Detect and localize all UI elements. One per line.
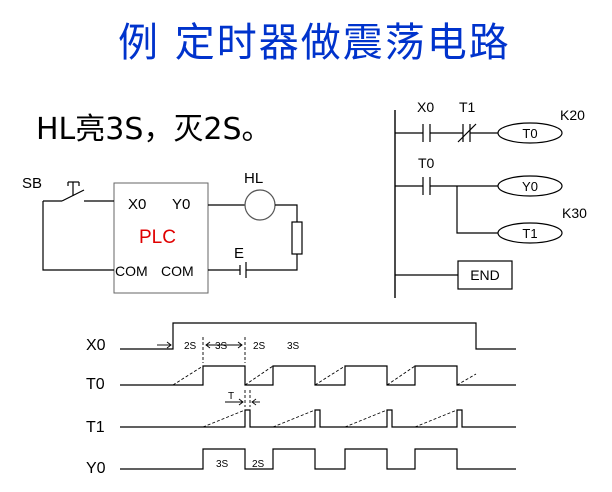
battery-e-symbol <box>239 262 247 278</box>
sb-switch-symbol <box>43 181 114 202</box>
fuse-symbol <box>291 221 303 255</box>
coil-t1 <box>497 222 563 244</box>
coil-t0-label: T0 <box>522 126 537 141</box>
ladder-t0-label: T0 <box>418 155 435 171</box>
page-title: 例 定时器做震荡电路 <box>118 20 511 66</box>
plc-x0-label: X0 <box>128 196 146 213</box>
k20-label: K20 <box>560 107 585 123</box>
branch-t1 <box>456 186 498 234</box>
wire-hl-fuse <box>275 204 298 222</box>
y0-annotation-3s: 3S <box>216 459 229 470</box>
wire-fuse-battery <box>246 254 298 271</box>
wire-sb-com <box>42 201 114 271</box>
x0-annotation-3s-a: 3S <box>215 341 228 352</box>
end-box <box>457 260 513 290</box>
ladder-t1-label: T1 <box>459 99 476 115</box>
y0-waveform <box>120 448 516 470</box>
com1-label: COM <box>115 263 148 279</box>
y0-annotation-2s: 2S <box>252 459 265 470</box>
coil-t1-label: T1 <box>522 226 537 241</box>
wiring-diagram <box>42 181 303 294</box>
dimension-arrows <box>157 341 260 406</box>
timing-label-y0: Y0 <box>86 460 106 477</box>
e-label: E <box>234 245 244 262</box>
timing-label-t1: T1 <box>86 419 105 436</box>
timing-label-x0: X0 <box>86 337 106 354</box>
hl-label: HL <box>244 170 263 187</box>
timing-diagram <box>120 322 516 470</box>
t1-waveform <box>120 409 516 428</box>
sb-label: SB <box>22 175 42 192</box>
x0-annotation-2s-a: 2S <box>184 341 197 352</box>
plc-y0-label: Y0 <box>172 196 190 213</box>
t-annotation: T <box>228 391 234 402</box>
plc-box <box>113 182 209 294</box>
coil-y0 <box>497 175 563 197</box>
ladder-diagram <box>394 110 563 298</box>
x0-waveform <box>120 322 516 350</box>
timer-ramps <box>172 337 477 428</box>
coil-t0 <box>497 122 563 144</box>
hl-lamp-symbol <box>244 189 276 221</box>
coil-y0-label: Y0 <box>522 179 538 194</box>
subtitle: HL亮3S，灭2S。 <box>36 112 272 147</box>
plc-label: PLC <box>139 227 176 248</box>
end-label: END <box>470 267 500 283</box>
com2-label: COM <box>161 263 194 279</box>
t0-waveform <box>120 365 516 386</box>
x0-annotation-3s-b: 3S <box>287 341 300 352</box>
k30-label: K30 <box>562 205 587 221</box>
x0-annotation-2s-b: 2S <box>253 341 266 352</box>
timing-label-t0: T0 <box>86 376 105 393</box>
ladder-x0-label: X0 <box>417 99 434 115</box>
